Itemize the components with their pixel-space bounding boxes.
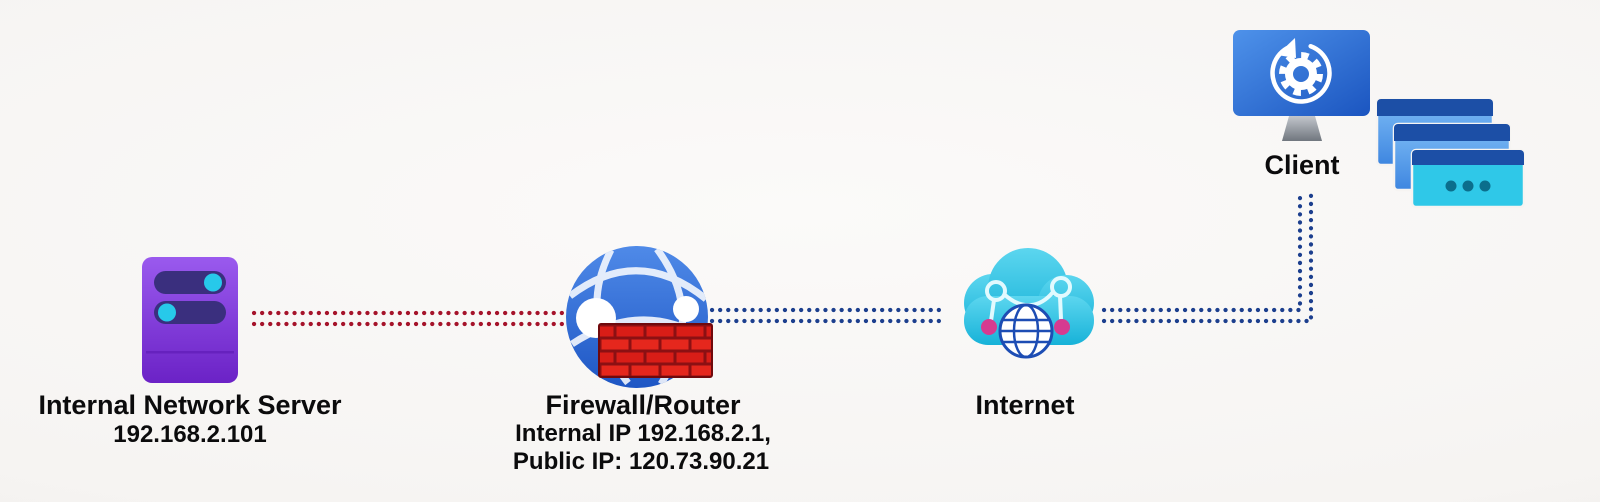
server-led-bottom bbox=[158, 303, 176, 322]
cloud-node-dot-left bbox=[981, 319, 997, 335]
server-seam bbox=[146, 351, 234, 354]
globe-icon bbox=[998, 303, 1054, 359]
firewall-label: Firewall/Router bbox=[545, 390, 741, 420]
brick-wall-icon bbox=[598, 323, 713, 378]
client-monitor-icon bbox=[1233, 30, 1370, 141]
firewall-public-ip-label: Public IP: 120.73.90.21 bbox=[512, 448, 770, 475]
link-line bbox=[1101, 188, 1314, 324]
firewall-router-icon bbox=[566, 246, 713, 388]
window-front bbox=[1410, 148, 1526, 209]
link-internet-client bbox=[1101, 188, 1314, 324]
server-label: Internal Network Server bbox=[38, 390, 342, 420]
monitor-screen bbox=[1233, 30, 1370, 116]
link-firewall-internet bbox=[709, 307, 949, 324]
browser-windows-icon bbox=[1375, 97, 1526, 209]
firewall-internal-ip-label: Internal IP 192.168.2.1, bbox=[515, 420, 771, 447]
ellipsis-dots bbox=[1445, 180, 1491, 192]
router-node-small bbox=[673, 296, 699, 322]
server-led-top bbox=[204, 273, 222, 292]
server-icon bbox=[142, 257, 238, 383]
internet-cloud-icon bbox=[964, 248, 1094, 359]
server-ip-label: 192.168.2.101 bbox=[113, 421, 267, 448]
gear-icon bbox=[1279, 52, 1323, 96]
refresh-arrow-icon bbox=[1270, 38, 1332, 104]
link-line bbox=[1101, 188, 1303, 313]
client-label: Client bbox=[1264, 150, 1340, 180]
internet-label: Internet bbox=[975, 390, 1075, 420]
link-server-firewall bbox=[251, 310, 568, 327]
cloud-node-dot-right bbox=[1054, 319, 1070, 335]
monitor-stand bbox=[1282, 116, 1322, 141]
